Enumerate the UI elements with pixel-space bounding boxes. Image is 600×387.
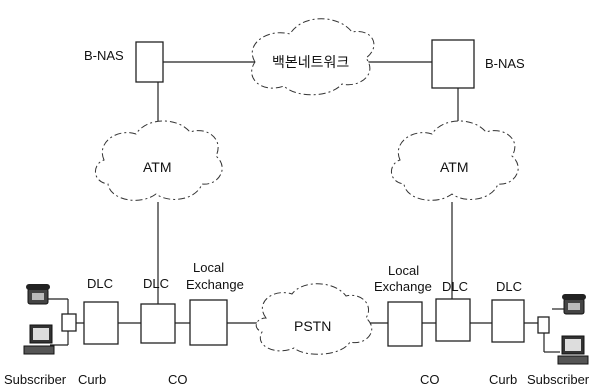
backbone-label: 백본네트워크 bbox=[272, 54, 349, 70]
dlc-right-outer-label: DLC bbox=[496, 279, 522, 294]
atm-right-label: ATM bbox=[440, 159, 469, 175]
local-exchange-left-box bbox=[189, 299, 228, 346]
network-boxes bbox=[61, 39, 550, 347]
dlc-left-inner-box bbox=[140, 303, 176, 344]
atm-left-label: ATM bbox=[143, 159, 172, 175]
backbone-network-cloud bbox=[251, 18, 375, 96]
computer-right-icon bbox=[557, 335, 589, 365]
exchange-left-label: Exchange bbox=[186, 277, 244, 292]
dlc-right-outer-box bbox=[491, 299, 525, 343]
dlc-left-outer-box bbox=[83, 301, 119, 345]
curb-left-box bbox=[61, 313, 77, 332]
dlc-right-inner-box bbox=[435, 298, 471, 342]
curb-left-label: Curb bbox=[78, 372, 106, 387]
bnas-left-box bbox=[135, 41, 164, 83]
bnas-right-label: B-NAS bbox=[485, 56, 525, 71]
telephone-right-icon bbox=[562, 294, 586, 315]
telephone-left-icon bbox=[26, 284, 50, 305]
bnas-right-box bbox=[431, 39, 475, 89]
local-left-label: Local bbox=[193, 260, 224, 275]
local-right-label: Local bbox=[388, 263, 419, 278]
atm-left-cloud bbox=[95, 120, 223, 201]
pstn-cloud bbox=[255, 283, 373, 355]
co-right-label: CO bbox=[420, 372, 440, 387]
dlc-right-inner-label: DLC bbox=[442, 279, 468, 294]
dlc-left-inner-label: DLC bbox=[143, 276, 169, 291]
local-exchange-right-box bbox=[387, 301, 423, 347]
subscriber-right-label: Subscriber bbox=[527, 372, 590, 387]
pstn-label: PSTN bbox=[294, 318, 331, 334]
computer-left-icon bbox=[23, 324, 55, 355]
atm-right-cloud bbox=[391, 120, 519, 201]
exchange-right-label: Exchange bbox=[374, 279, 432, 294]
bnas-left-label: B-NAS bbox=[84, 48, 124, 63]
curb-right-label: Curb bbox=[489, 372, 517, 387]
curb-right-box bbox=[537, 316, 550, 334]
dlc-left-outer-label: DLC bbox=[87, 276, 113, 291]
co-left-label: CO bbox=[168, 372, 188, 387]
subscriber-left-label: Subscriber bbox=[4, 372, 67, 387]
